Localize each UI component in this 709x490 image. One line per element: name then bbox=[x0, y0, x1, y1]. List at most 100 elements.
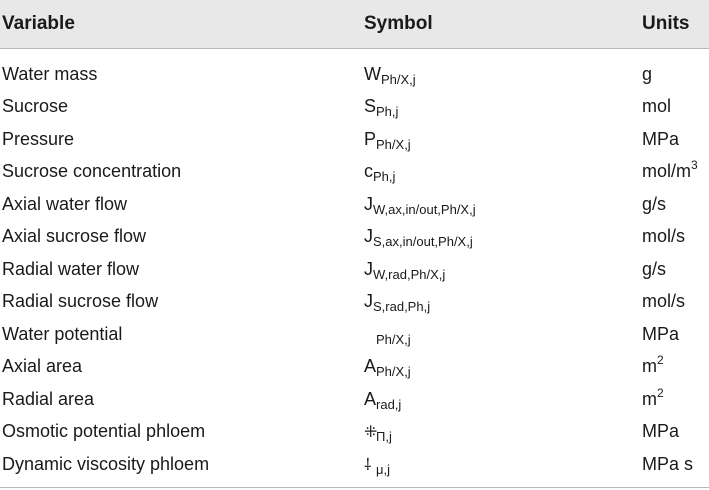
symbol-base: S bbox=[364, 96, 377, 117]
symbol-subscript: Ph/X,j bbox=[381, 71, 416, 87]
cell-symbol: JS,ax,in/out,Ph/X,j bbox=[364, 226, 642, 250]
units-text: MPa s bbox=[642, 453, 694, 474]
cell-symbol: WPh/X,j bbox=[364, 63, 642, 87]
cell-symbol: SPh,j bbox=[364, 96, 642, 120]
units-text: MPa bbox=[642, 128, 680, 149]
symbol-subscript: rad,j bbox=[376, 396, 402, 412]
symbol-subscript: Ph,j bbox=[376, 104, 399, 120]
cell-variable: Axial water flow bbox=[2, 193, 128, 214]
cell-symbol: JW,ax,in/out,Ph/X,j bbox=[364, 193, 642, 217]
symbol-subscript: Ph/X,j bbox=[376, 331, 411, 347]
cell-units: g/s bbox=[642, 259, 709, 280]
symbol-subscript: W,rad,Ph/X,j bbox=[373, 266, 446, 282]
units-text: m bbox=[642, 388, 657, 409]
symbol-subscript: μ,j bbox=[376, 462, 390, 478]
cell-variable: Water potential bbox=[2, 323, 123, 344]
cell-symbol: JW,rad,Ph/X,j bbox=[364, 258, 642, 282]
cell-variable: Axial area bbox=[2, 356, 83, 377]
cell-units: m2 bbox=[642, 385, 709, 410]
cell-symbol: Ph/X,j bbox=[364, 324, 642, 347]
units-text: MPa bbox=[642, 323, 680, 344]
header-variable: Variable bbox=[2, 13, 75, 34]
units-text: g/s bbox=[642, 193, 667, 214]
cell-symbol: cPh,j bbox=[364, 161, 642, 185]
header-units: Units bbox=[642, 13, 690, 34]
cell-units: MPa bbox=[642, 324, 709, 345]
units-superscript: 3 bbox=[691, 158, 698, 173]
symbol-subscript: Ph,j bbox=[373, 169, 396, 185]
symbol-subscript: Π,j bbox=[376, 429, 392, 445]
cell-variable: Radial area bbox=[2, 388, 95, 409]
units-text: g bbox=[642, 63, 653, 84]
symbol-base: c bbox=[364, 161, 373, 182]
cell-symbol: Arad,j bbox=[364, 388, 642, 412]
symbol-base: ⁜ bbox=[364, 424, 378, 442]
symbol-base: ⸸ bbox=[364, 457, 372, 475]
cell-units: MPa bbox=[642, 421, 709, 442]
cell-variable: Water mass bbox=[2, 63, 98, 84]
table-bottom-rule bbox=[0, 486, 709, 488]
cell-units: MPa s bbox=[642, 454, 709, 475]
cell-symbol: JS,rad,Ph,j bbox=[364, 291, 642, 315]
symbol-subscript: S,rad,Ph,j bbox=[373, 299, 431, 315]
cell-variable: Osmotic potential phloem bbox=[2, 421, 206, 442]
symbol-base: J bbox=[364, 291, 373, 312]
cell-units: g/s bbox=[642, 194, 709, 215]
cell-units: MPa bbox=[642, 129, 709, 150]
cell-symbol: ⸸ μ,j bbox=[364, 453, 642, 478]
symbol-base: A bbox=[364, 388, 377, 409]
cell-symbol: APh/X,j bbox=[364, 356, 642, 380]
cell-variable: Pressure bbox=[2, 128, 75, 149]
cell-units: mol/s bbox=[642, 291, 709, 312]
symbol-base: W bbox=[364, 63, 381, 84]
units-text: MPa bbox=[642, 421, 680, 442]
table-header: Variable Symbol Units bbox=[0, 0, 709, 49]
symbol-base: P bbox=[364, 128, 377, 149]
symbol-base: A bbox=[364, 356, 377, 377]
units-text: mol/m bbox=[642, 161, 691, 182]
symbol-base: J bbox=[364, 193, 373, 214]
table-row: Dynamic viscosity phloem ⸸ μ,j MPa s bbox=[0, 448, 709, 481]
cell-units: g bbox=[642, 64, 709, 85]
cell-symbol: ⁜Π,j bbox=[364, 421, 642, 445]
cell-units: m2 bbox=[642, 353, 709, 377]
units-text: mol bbox=[642, 96, 672, 117]
symbol-subscript: W,ax,in/out,Ph/X,j bbox=[373, 201, 476, 217]
units-superscript: 2 bbox=[657, 353, 664, 368]
symbol-subscript: Ph/X,j bbox=[376, 364, 411, 380]
table-row: Water potential Ph/X,j MPa bbox=[0, 318, 709, 351]
cell-symbol: PPh/X,j bbox=[364, 128, 642, 152]
cell-variable: Dynamic viscosity phloem bbox=[2, 453, 210, 474]
units-text: mol/s bbox=[642, 226, 686, 247]
cell-units: mol bbox=[642, 96, 709, 117]
cell-units: mol/s bbox=[642, 226, 709, 247]
units-superscript: 2 bbox=[657, 385, 664, 400]
cell-units: mol/m3 bbox=[642, 158, 709, 182]
symbol-subscript: S,ax,in/out,Ph/X,j bbox=[373, 234, 473, 250]
header-symbol: Symbol bbox=[364, 13, 433, 34]
units-text: m bbox=[642, 356, 657, 377]
units-text: mol/s bbox=[642, 291, 686, 312]
cell-variable: Sucrose bbox=[2, 96, 69, 117]
cell-variable: Sucrose concentration bbox=[2, 161, 182, 182]
symbol-base: J bbox=[364, 258, 373, 279]
symbol-base: J bbox=[364, 226, 373, 247]
units-text: g/s bbox=[642, 258, 667, 279]
symbol-subscript: Ph/X,j bbox=[376, 136, 411, 152]
cell-variable: Radial sucrose flow bbox=[2, 291, 159, 312]
cell-variable: Axial sucrose flow bbox=[2, 226, 147, 247]
cell-variable: Radial water flow bbox=[2, 258, 140, 279]
